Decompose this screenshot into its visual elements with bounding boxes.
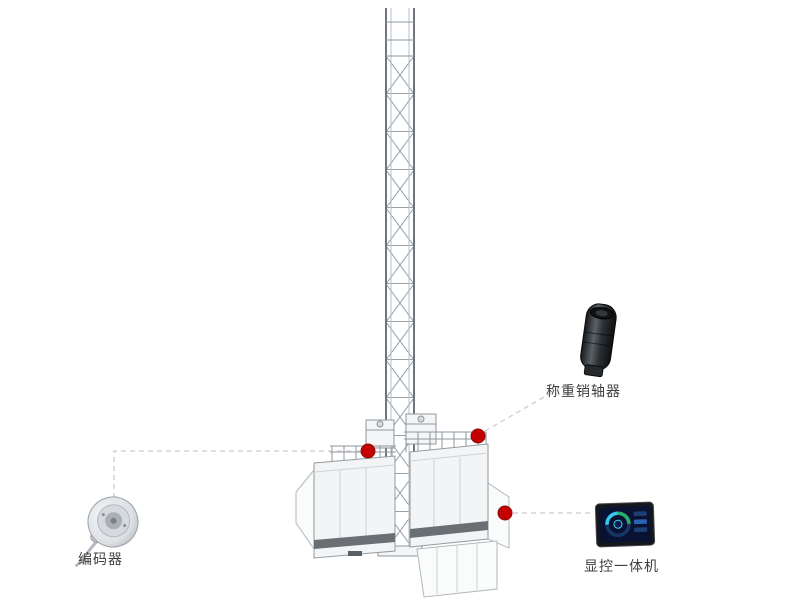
connector-load-pin [484,392,552,432]
marker-encoder-point [360,443,376,459]
right-cage-body [409,443,489,548]
load-pin-mount [583,364,604,378]
left-cage-foot [348,551,362,556]
marker-display-point [497,505,513,521]
mast-lattice-upper [386,56,414,436]
right-drive-motor [417,415,425,423]
left-cage [295,455,396,559]
encoder-illustration [75,496,139,567]
marker-load-pin-point [470,428,486,444]
right-cage-bumper [410,521,488,538]
encoder-cable [75,540,98,567]
cage-top-equipment [330,413,487,464]
mast-tower [377,8,423,557]
connector-encoder [113,450,360,497]
right-cage [409,443,510,598]
connectors [113,392,593,514]
markers [360,428,513,521]
left-cage-door-flare [295,468,315,551]
load-pin-illustration [580,303,617,378]
left-drive-motor [376,420,384,428]
label-display: 显控一体机 [584,559,659,575]
display-illustration [594,501,656,548]
label-encoder: 编码器 [78,552,123,568]
label-load-pin: 称重销轴器 [546,384,621,400]
left-cage-bumper [314,533,395,549]
